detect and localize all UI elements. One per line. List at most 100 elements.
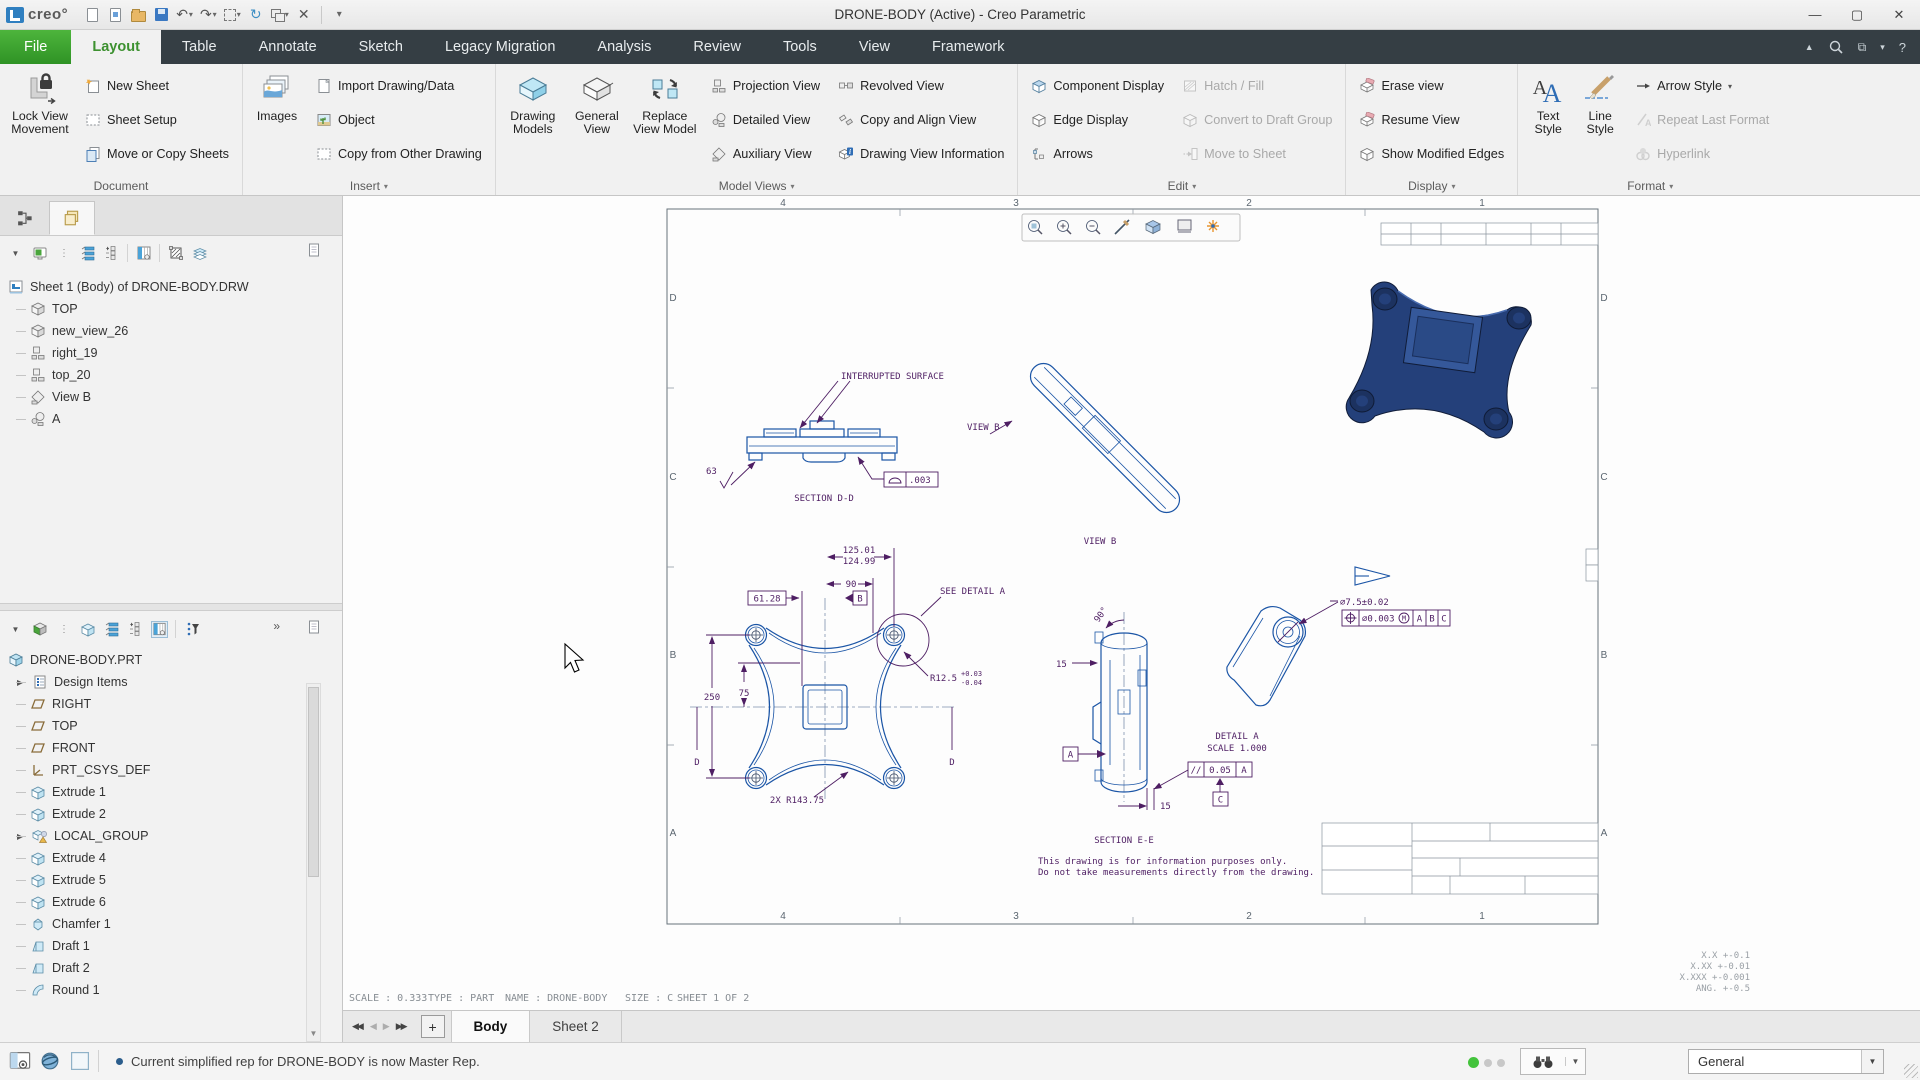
switch-windows-top-icon[interactable]: ⧉	[1858, 40, 1867, 55]
move-to-sheet-button[interactable]: Move to Sheet	[1177, 137, 1337, 171]
hyperlink-button[interactable]: Hyperlink	[1630, 137, 1774, 171]
repeat-last-format-button[interactable]: Repeat Last Format	[1630, 103, 1774, 137]
help-icon[interactable]: ?	[1899, 40, 1906, 55]
active-model-icon[interactable]	[31, 621, 48, 638]
filter-caret-icon[interactable]: ▼	[1861, 1050, 1883, 1073]
resize-grip[interactable]	[1904, 1064, 1918, 1078]
tree-row-right-19[interactable]: right_19	[0, 342, 342, 364]
navigator-toggle-icon[interactable]	[8, 1049, 32, 1073]
tree-row-extrude-4[interactable]: Extrude 4	[0, 847, 342, 869]
expand-arrow-icon[interactable]: ▶	[17, 678, 26, 687]
arrows-button[interactable]: Arrows	[1026, 137, 1169, 171]
tree-row-front-plane[interactable]: FRONT	[0, 737, 342, 759]
view-3d-shaded[interactable]	[1346, 282, 1531, 438]
collapse-levels-icon[interactable]	[127, 621, 144, 638]
object-button[interactable]: Object	[311, 103, 487, 137]
tree-filter-caret-icon[interactable]: ▼	[7, 245, 24, 262]
edge-display-button[interactable]: Edge Display	[1026, 103, 1169, 137]
line-style-button[interactable]: Line Style	[1578, 69, 1622, 175]
save-icon[interactable]	[151, 4, 171, 26]
arrow-style-button[interactable]: Arrow Style▾	[1630, 69, 1774, 103]
tree-row-draft-2[interactable]: Draft 2	[0, 957, 342, 979]
scrollbar-down-icon[interactable]: ▼	[307, 1026, 320, 1041]
tree-row-extrude-5[interactable]: Extrude 5	[0, 869, 342, 891]
view-image-icon[interactable]	[105, 4, 125, 26]
text-style-button[interactable]: Text Style	[1526, 69, 1570, 175]
ribbon-group-label-display[interactable]: Display▾	[1346, 179, 1517, 193]
tree-row-design-items[interactable]: ▶Design Items	[0, 671, 342, 693]
drawing-models-button[interactable]: Drawing Models	[504, 69, 562, 175]
regenerate-icon[interactable]: ↻	[246, 4, 266, 26]
ribbon-group-label-model-views[interactable]: Model Views▾	[496, 179, 1018, 193]
sheet-setup-button[interactable]: Sheet Setup	[80, 103, 234, 137]
view-detail-a[interactable]	[1227, 607, 1306, 706]
view-front[interactable]	[690, 598, 955, 800]
hatch-fill-button[interactable]: Hatch / Fill	[1177, 69, 1337, 103]
add-sheet-button[interactable]: +	[421, 1015, 445, 1038]
select-box-icon[interactable]: ▾	[222, 4, 243, 26]
tab-table[interactable]: Table	[161, 30, 238, 64]
drawing-view-information-button[interactable]: Drawing View Information	[833, 137, 1009, 171]
model-tree-settings-icon[interactable]	[306, 619, 322, 640]
tab-legacy-migration[interactable]: Legacy Migration	[424, 30, 576, 64]
first-sheet-icon[interactable]: ◀◀	[349, 1021, 365, 1032]
replace-view-model-button[interactable]: Replace View Model	[632, 69, 698, 175]
show-modified-edges-button[interactable]: Show Modified Edges	[1354, 137, 1509, 171]
erase-view-button[interactable]: Erase view	[1354, 69, 1509, 103]
lock-view-movement-button[interactable]: Lock View Movement	[8, 69, 72, 175]
model-tree-columns-icon[interactable]	[151, 621, 168, 638]
ribbon-group-label-insert[interactable]: Insert▾	[243, 179, 495, 193]
view-section-ee[interactable]	[1093, 612, 1147, 802]
drawing-canvas[interactable]: 4 3 2 1 4 3 2 1 D C B A D C B A	[343, 196, 1920, 1042]
copy-from-other-drawing-button[interactable]: Copy from Other Drawing	[311, 137, 487, 171]
tab-layout[interactable]: Layout	[71, 30, 161, 64]
expand-arrow-icon[interactable]: ▶	[17, 832, 26, 841]
layers-icon[interactable]	[191, 245, 208, 262]
tree-row-view-b[interactable]: View B	[0, 386, 342, 408]
detailed-view-button[interactable]: Detailed View	[706, 103, 825, 137]
model-tree-filter-icon[interactable]	[183, 621, 200, 638]
tree-row-top-view[interactable]: TOP	[0, 298, 342, 320]
close-button[interactable]: ✕	[1878, 0, 1920, 29]
model-tree-caret-icon[interactable]: ▼	[7, 621, 24, 638]
tree-row-detail-a[interactable]: A	[0, 408, 342, 430]
model-tree-scrollbar[interactable]: ▼	[306, 683, 321, 1042]
close-window-icon[interactable]: ✕	[294, 4, 314, 26]
overflow-chevron-icon[interactable]: »	[273, 619, 280, 633]
expand-levels-icon[interactable]	[79, 245, 96, 262]
move-or-copy-sheets-button[interactable]: Move or Copy Sheets	[80, 137, 234, 171]
images-button[interactable]: Images	[251, 69, 303, 175]
convert-to-draft-group-button[interactable]: Convert to Draft Group	[1177, 103, 1337, 137]
browser-toggle-icon[interactable]	[38, 1049, 62, 1073]
tree-row-extrude-1[interactable]: Extrude 1	[0, 781, 342, 803]
tree-row-top-plane[interactable]: TOP	[0, 715, 342, 737]
tree-row-sheet1[interactable]: Sheet 1 (Body) of DRONE-BODY.DRW	[0, 276, 342, 298]
tab-framework[interactable]: Framework	[911, 30, 1026, 64]
undo-icon[interactable]: ↶▾	[174, 4, 195, 26]
sheet-tab-sheet2[interactable]: Sheet 2	[530, 1011, 622, 1042]
tree-row-draft-1[interactable]: Draft 1	[0, 935, 342, 957]
tree-row-new-view-26[interactable]: new_view_26	[0, 320, 342, 342]
tree-row-prt-csys-def[interactable]: PRT_CSYS_DEF	[0, 759, 342, 781]
new-sheet-button[interactable]: New Sheet	[80, 69, 234, 103]
prev-sheet-icon[interactable]: ◀	[367, 1021, 378, 1032]
next-sheet-icon[interactable]: ▶	[380, 1021, 391, 1032]
view-b-auxiliary[interactable]	[1025, 358, 1185, 518]
open-icon[interactable]	[128, 4, 148, 26]
collapse-levels-icon[interactable]	[103, 245, 120, 262]
tree-row-extrude-2[interactable]: Extrude 2	[0, 803, 342, 825]
auxiliary-view-button[interactable]: Auxiliary View	[706, 137, 825, 171]
scrollbar-thumb[interactable]	[308, 687, 319, 877]
drawing-tree-tab[interactable]	[49, 201, 95, 235]
selection-filter-dropdown[interactable]: General ▼	[1688, 1049, 1884, 1074]
tree-row-top-20[interactable]: top_20	[0, 364, 342, 386]
active-sheet-icon[interactable]	[31, 245, 48, 262]
expand-levels-icon[interactable]	[103, 621, 120, 638]
revolved-view-button[interactable]: Revolved View	[833, 69, 1009, 103]
tab-review[interactable]: Review	[672, 30, 762, 64]
customize-toolbar-icon[interactable]: ▾	[329, 4, 349, 26]
sheet-boundary-icon[interactable]	[167, 245, 184, 262]
ribbon-group-label-format[interactable]: Format▾	[1518, 179, 1782, 193]
ribbon-group-label-edit[interactable]: Edit▾	[1018, 179, 1345, 193]
tree-row-chamfer-1[interactable]: Chamfer 1	[0, 913, 342, 935]
